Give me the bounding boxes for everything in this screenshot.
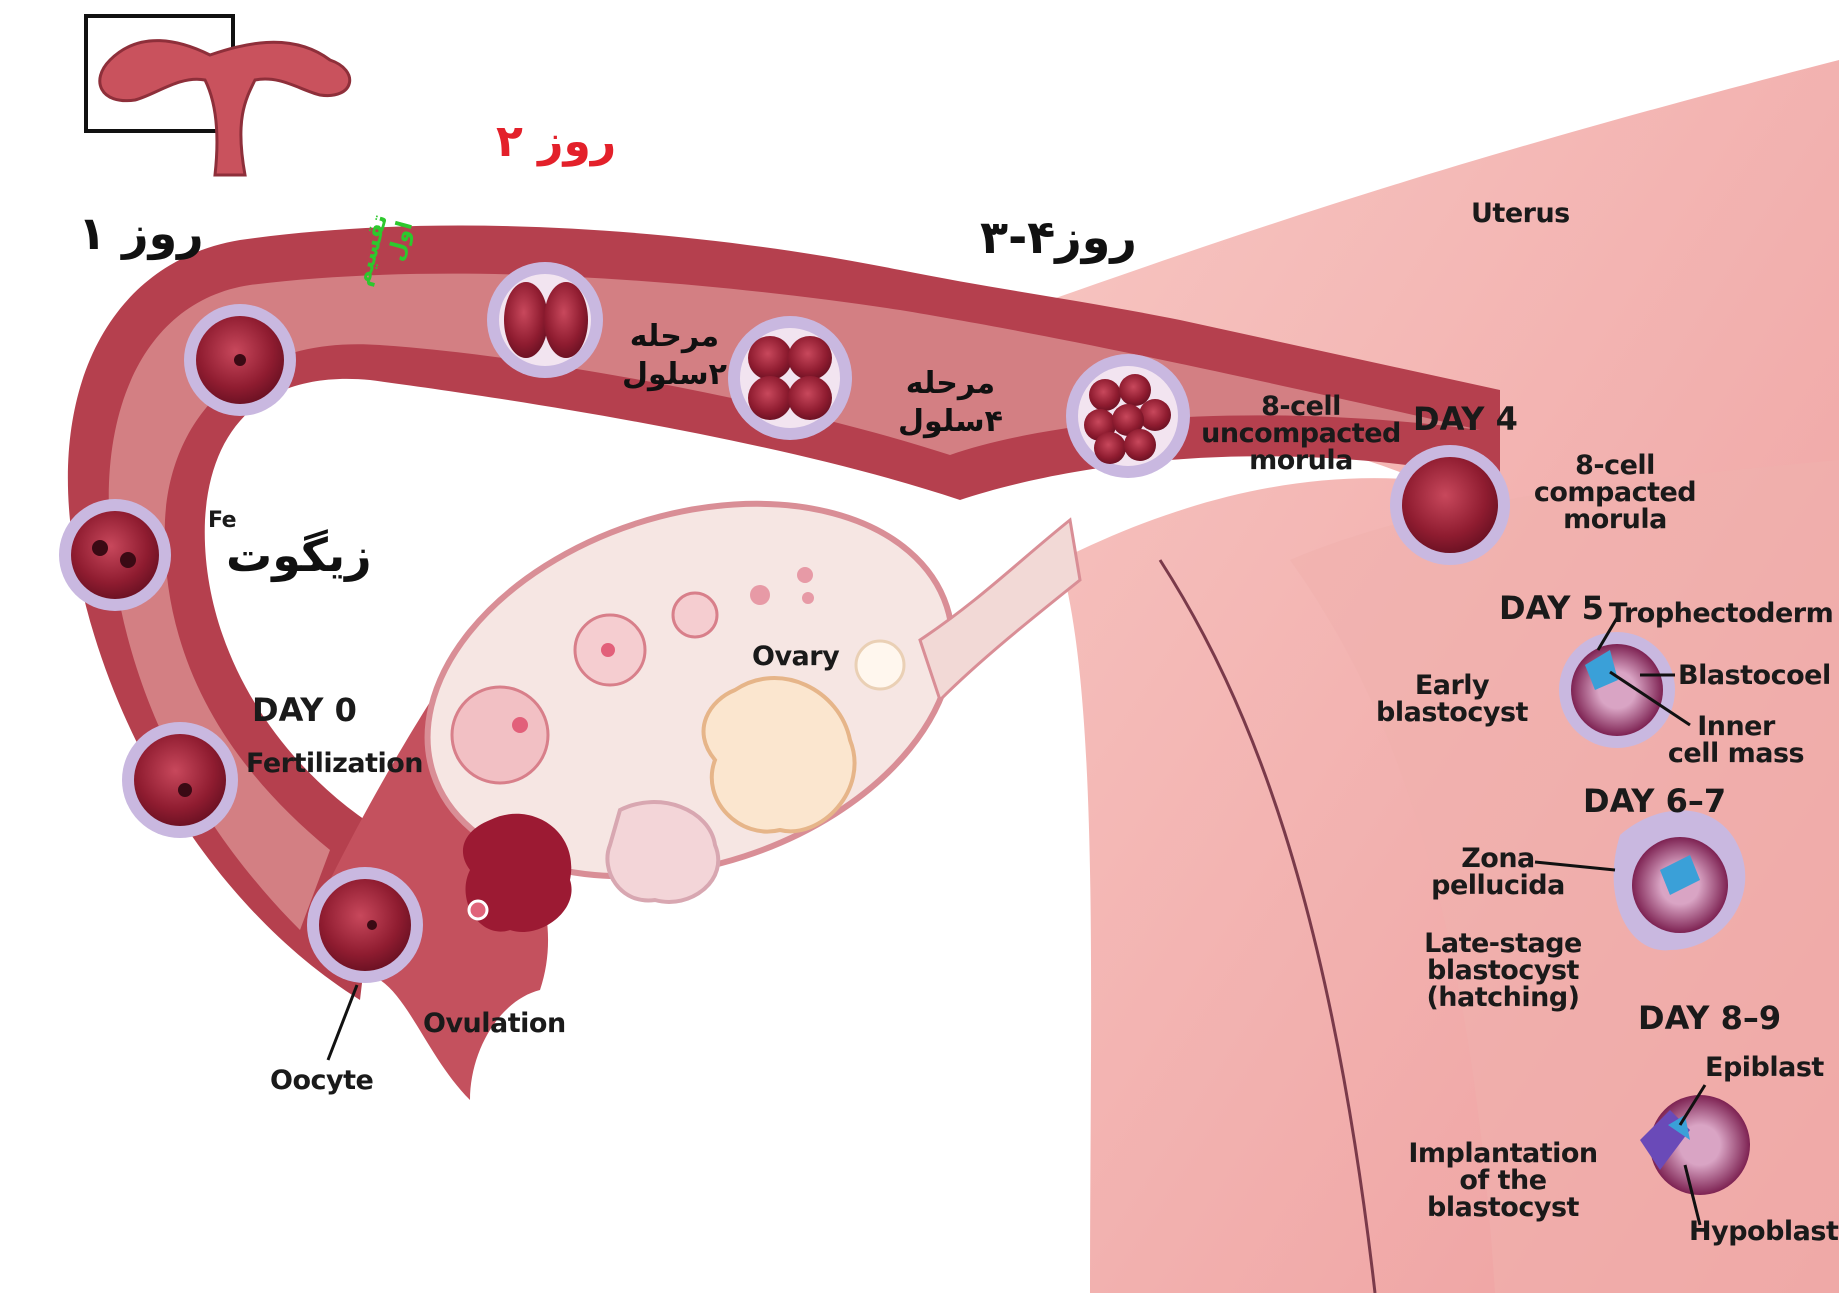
oocyte-leader [328, 985, 357, 1060]
fe-fragment-label: Fe [208, 510, 236, 532]
fertilization-cell [122, 722, 238, 838]
late-blastocyst-line-3: (hatching) [1426, 982, 1579, 1013]
inner-cell-mass-line-2: cell mass [1668, 738, 1804, 769]
uncompacted-morula-label: 8-cell uncompacted morula [1196, 393, 1406, 474]
blastocoel-label: Blastocoel [1678, 662, 1831, 689]
zona-pellucida-line-2: pellucida [1431, 870, 1565, 901]
zona-pellucida-label: Zona pellucida [1418, 845, 1578, 899]
early-blastocyst-label: Early blastocyst [1372, 672, 1532, 726]
oocyte-label: Oocyte [270, 1067, 373, 1094]
day-1-persian-label: روز ۱ [78, 210, 204, 256]
day-4-label: DAY 4 [1413, 403, 1518, 435]
day-0-label: DAY 0 [252, 694, 357, 726]
early-blastocyst-line-2: blastocyst [1376, 697, 1528, 728]
follicle-large [452, 687, 548, 783]
inner-cell-mass-label: Inner cell mass [1656, 713, 1816, 767]
implantation-label: Implantation of the blastocyst [1398, 1140, 1608, 1221]
zygote-persian-label: زیگوت [226, 532, 372, 578]
two-cell-stage-persian-label: مرحله ۲سلول [622, 318, 727, 393]
pronuclear-cell [184, 304, 296, 416]
four-cell-embryo [728, 316, 852, 440]
ovulation-label: Ovulation [423, 1010, 566, 1037]
day-5-label: DAY 5 [1499, 592, 1604, 624]
epiblast-label: Epiblast [1705, 1054, 1824, 1081]
eight-cell-uncompacted-embryo [1066, 354, 1190, 478]
zygote-cell [59, 499, 171, 611]
compacted-morula-line-3: morula [1563, 504, 1667, 535]
ovary-label: Ovary [752, 643, 839, 670]
fertilization-label: Fertilization [246, 750, 423, 777]
day-2-persian-label: روز ۲ [496, 120, 616, 164]
uncompacted-morula-line-3: morula [1249, 445, 1353, 476]
day-3-4-persian-label: روز۴-۳ [980, 214, 1137, 260]
day-8-9-label: DAY 8–9 [1638, 1002, 1781, 1034]
four-cell-stage-line-1: مرحله [906, 366, 995, 401]
hypoblast-label: Hypoblast [1689, 1218, 1838, 1245]
two-cell-stage-line-1: مرحله [630, 319, 719, 354]
eight-cell-compacted-embryo [1390, 445, 1510, 565]
four-cell-stage-persian-label: مرحله ۴سلول [898, 365, 1003, 440]
trophectoderm-label: Trophectoderm [1609, 600, 1833, 627]
late-blastocyst-label: Late-stage blastocyst (hatching) [1408, 930, 1598, 1011]
follicle-small [673, 593, 717, 637]
four-cell-stage-line-2: ۴سلول [898, 404, 1003, 439]
two-cell-embryo [487, 262, 603, 378]
two-cell-stage-line-2: ۲سلول [622, 357, 727, 392]
day-6-7-label: DAY 6–7 [1583, 785, 1726, 817]
compacted-morula-label: 8-cell compacted morula [1520, 452, 1710, 533]
implantation-line-3: blastocyst [1427, 1192, 1579, 1223]
inset-uterus [100, 41, 350, 175]
oocyte-cell [307, 867, 423, 983]
uterus-label: Uterus [1471, 200, 1570, 227]
